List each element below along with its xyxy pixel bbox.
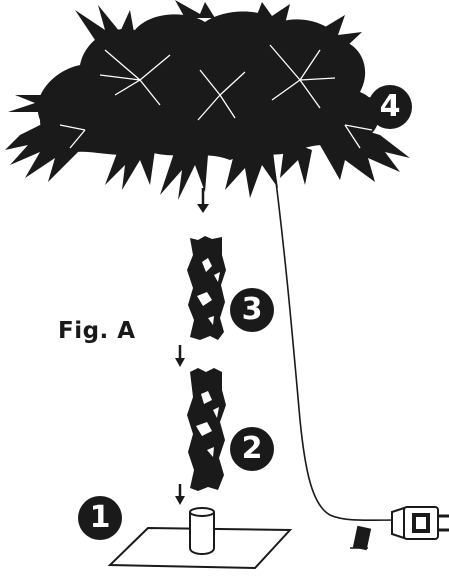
assembly-arrows	[175, 188, 209, 505]
lower-trunk-section	[187, 368, 226, 491]
upper-trunk-section	[187, 236, 226, 340]
step-badge-1: 1	[78, 496, 122, 540]
power-plug	[391, 506, 449, 540]
step-badge-4: 4	[368, 85, 412, 129]
frond-rays	[59, 44, 373, 149]
palm-canopy	[5, 0, 410, 200]
figure-label: Fig. A	[58, 318, 136, 344]
power-cord	[271, 149, 396, 522]
step-badge-2: 2	[230, 427, 274, 471]
step-badge-3: 3	[230, 288, 274, 332]
tree-stand	[107, 507, 293, 570]
cord-tag	[350, 525, 372, 551]
